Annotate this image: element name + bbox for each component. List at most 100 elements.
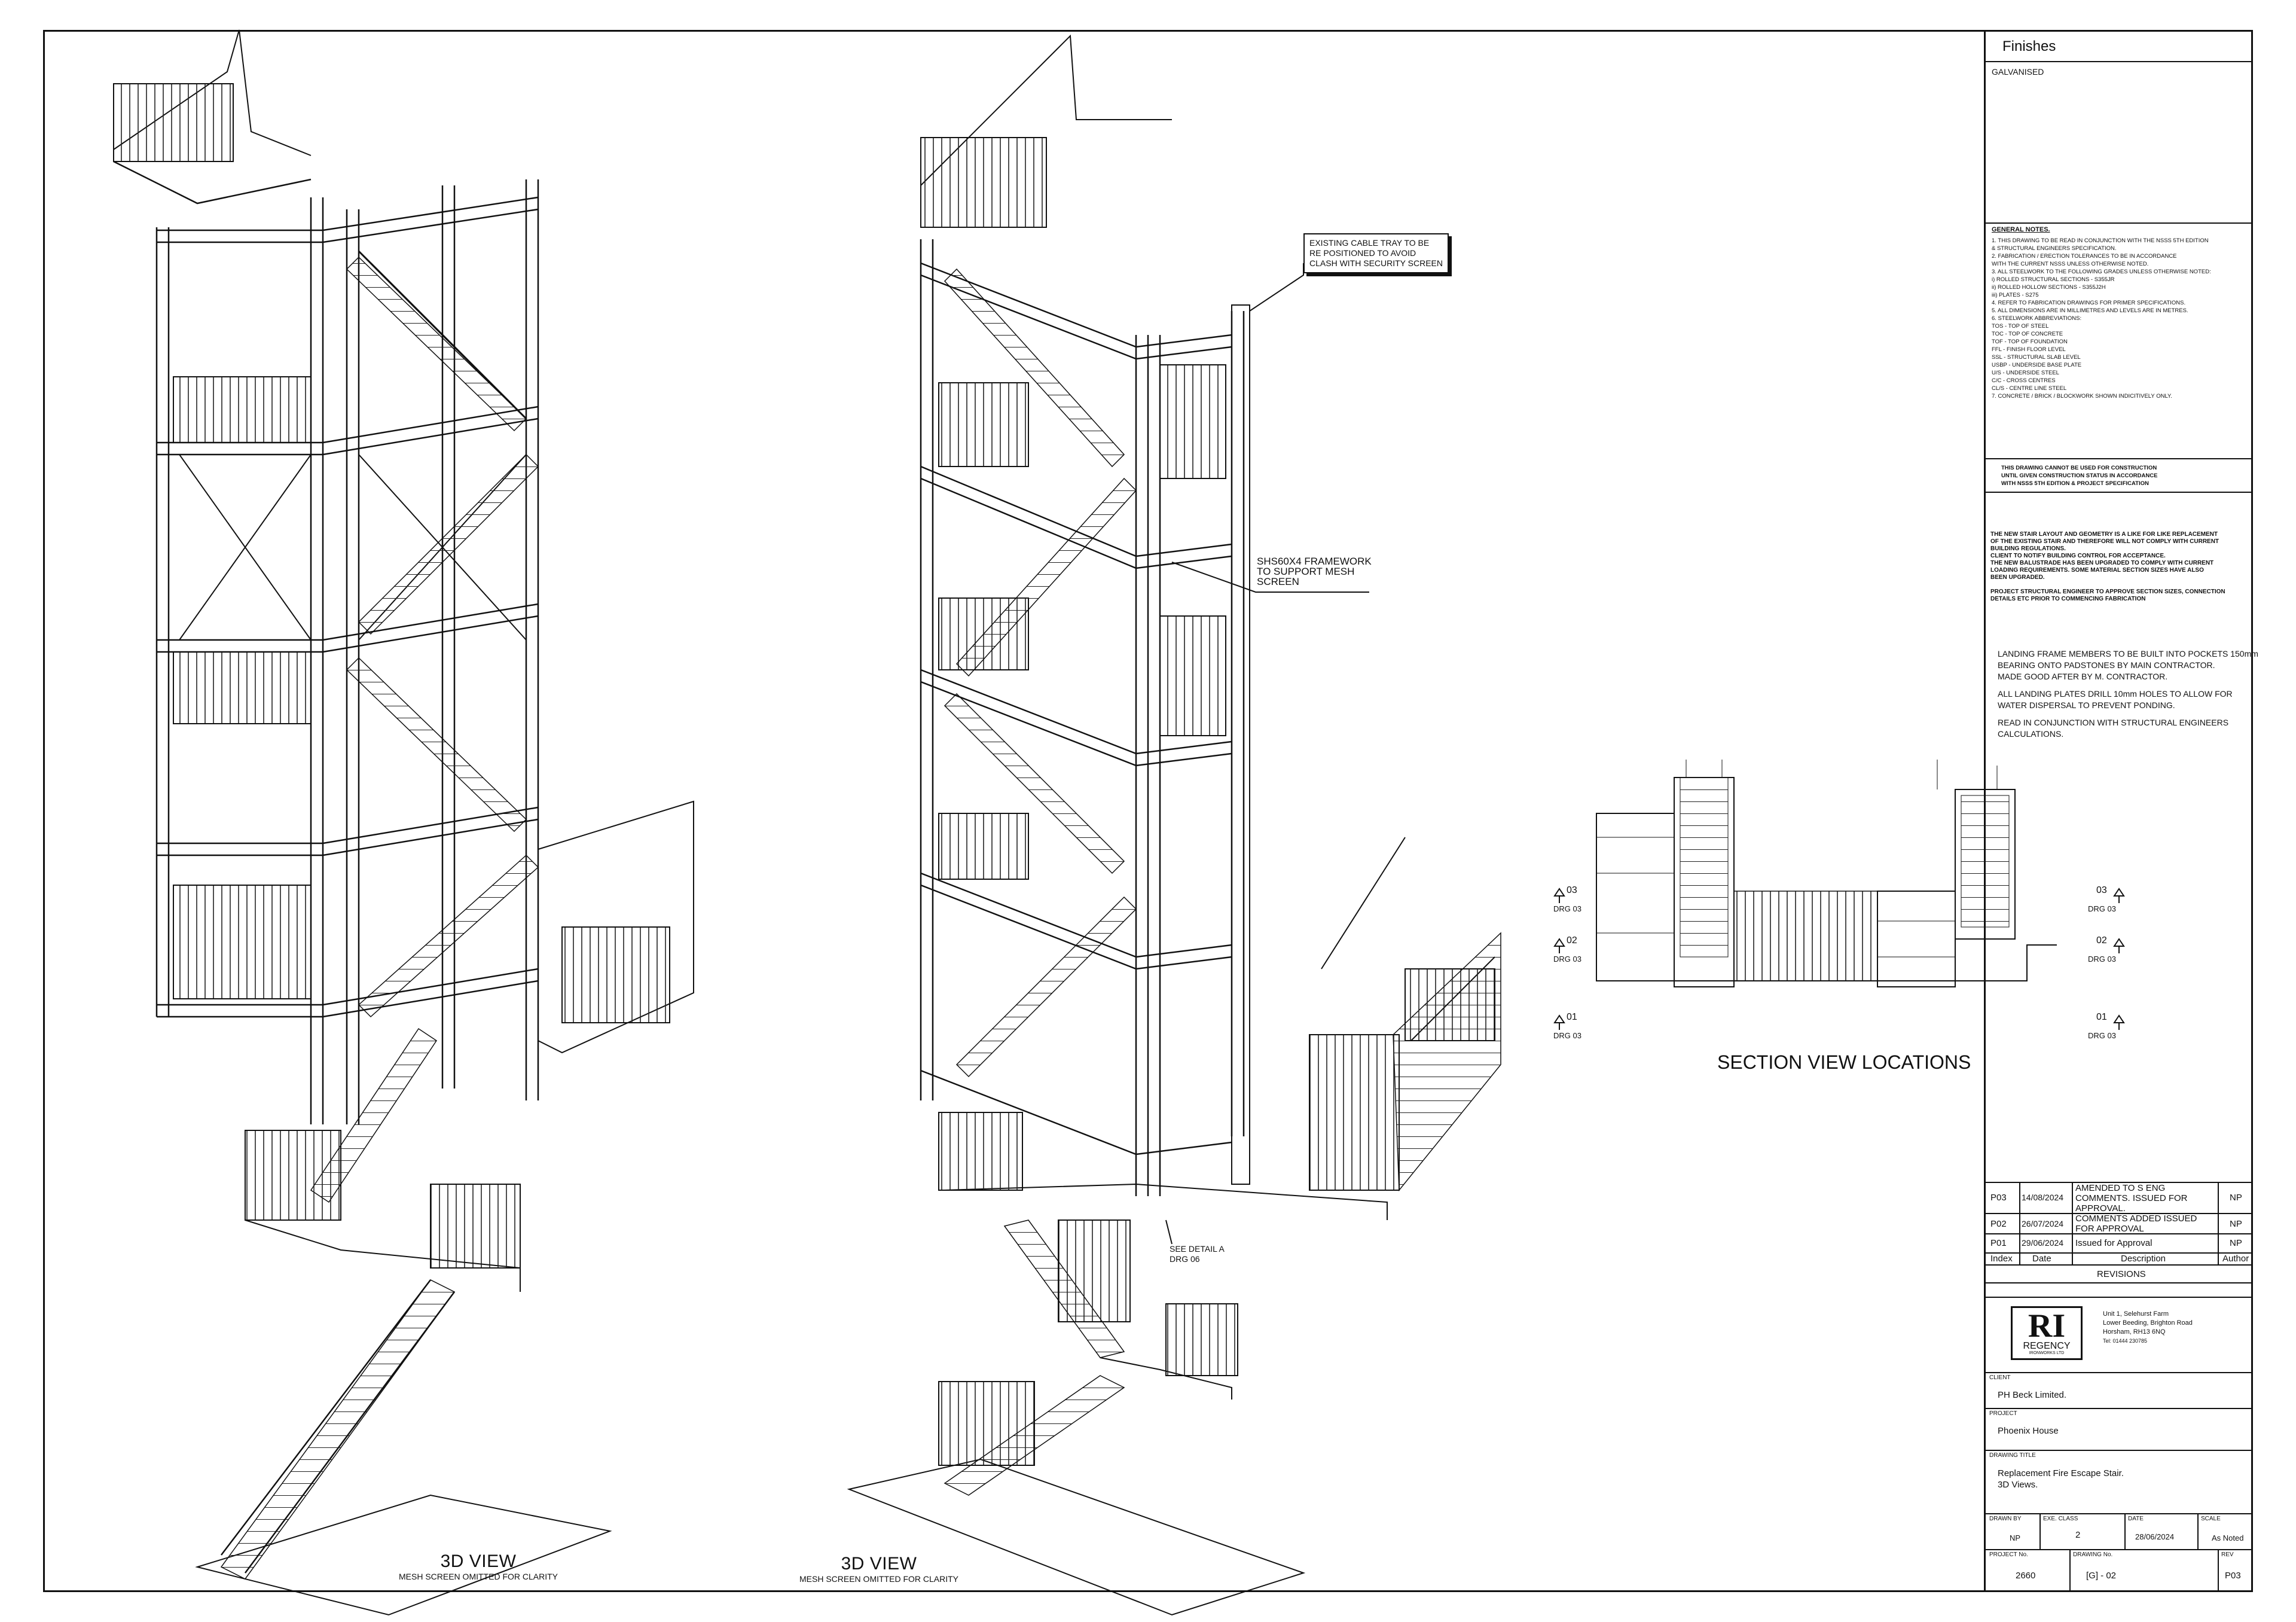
- revision-header-date: Date: [2032, 1254, 2051, 1264]
- company-address: Unit 1, Selehurst Farm Lower Beeding, Br…: [2103, 1310, 2193, 1346]
- landing-note-line: [1998, 711, 2258, 717]
- general-note-line: U/S - UNDERSIDE STEEL: [1992, 370, 2059, 376]
- layout-note: THE NEW STAIR LAYOUT AND GEOMETRY IS A L…: [1990, 531, 2219, 581]
- landing-note-line: CALCULATIONS.: [1998, 729, 2064, 739]
- general-note-line: TOF - TOP OF FOUNDATION: [1992, 339, 2068, 345]
- engineer-note: PROJECT STRUCTURAL ENGINEER TO APPROVE S…: [1990, 589, 2225, 603]
- general-note-line: 6. STEELWORK ABBREVIATIONS:: [1992, 315, 2082, 322]
- drawing-number-label: DRAWING No.: [2073, 1551, 2113, 1558]
- project-number-value: 2660: [2016, 1571, 2036, 1581]
- general-note-line: iii) PLATES - S275: [1992, 292, 2039, 298]
- revision-header-description: Description: [2121, 1254, 2166, 1264]
- revision-author: NP: [2230, 1193, 2242, 1203]
- revision-index: P01: [1990, 1238, 2007, 1248]
- general-note-line: 7. CONCRETE / BRICK / BLOCKWORK SHOWN IN…: [1992, 393, 2172, 400]
- general-note-line: TOC - TOP OF CONCRETE: [1992, 331, 2063, 337]
- revision-header-index: Index: [1990, 1254, 2013, 1264]
- callout-line: EXISTING CABLE TRAY TO BE: [1309, 238, 1430, 248]
- rev-value: P03: [2225, 1571, 2241, 1581]
- revision-date: 26/07/2024: [2022, 1219, 2064, 1228]
- date-label: DATE: [2128, 1516, 2144, 1522]
- revision-index: P02: [1990, 1219, 2007, 1229]
- logo-name: REGENCY: [2023, 1341, 2071, 1351]
- callout-line: SCREEN: [1257, 576, 1299, 587]
- section-marker-number: 01: [2096, 1012, 2107, 1022]
- section-view-title: SECTION VIEW LOCATIONS: [1717, 1051, 1971, 1073]
- general-note-line: ii) ROLLED HOLLOW SECTIONS - S355J2H: [1992, 284, 2106, 291]
- address-line: Horsham, RH13 6NQ: [2103, 1328, 2166, 1336]
- landing-note-line: LANDING FRAME MEMBERS TO BE BUILT INTO P…: [1998, 649, 2258, 658]
- right-view-subtitle: MESH SCREEN OMITTED FOR CLARITY: [799, 1574, 959, 1584]
- general-note-line: & STRUCTURAL ENGINEERS SPECIFICATION.: [1992, 245, 2117, 252]
- general-note-line: i) ROLLED STRUCTURAL SECTIONS - S355JR: [1992, 276, 2115, 283]
- revision-author: NP: [2230, 1238, 2242, 1248]
- landing-note-line: READ IN CONJUNCTION WITH STRUCTURAL ENGI…: [1998, 718, 2229, 727]
- exe-class-label: EXE. CLASS: [2043, 1516, 2078, 1522]
- revision-date: 29/06/2024: [2022, 1238, 2064, 1248]
- section-marker: 03: [1567, 885, 1577, 896]
- general-note-line: SSL - STRUCTURAL SLAB LEVEL: [1992, 354, 2081, 361]
- revision-author: NP: [2230, 1219, 2242, 1229]
- general-note-line: 2. FABRICATION / ERECTION TOLERANCES TO …: [1992, 253, 2177, 260]
- callout-line: DRG 06: [1170, 1254, 1200, 1264]
- engineer-note-line: PROJECT STRUCTURAL ENGINEER TO APPROVE S…: [1990, 589, 2225, 595]
- general-note-line: FFL - FINISH FLOOR LEVEL: [1992, 346, 2066, 353]
- drawing-title-value: Replacement Fire Escape Stair. 3D Views.: [1998, 1468, 2124, 1490]
- drawn-by-value: NP: [2010, 1533, 2021, 1542]
- landing-note-line: BEARING ONTO PADSTONES BY MAIN CONTRACTO…: [1998, 660, 2215, 670]
- landing-note-line: ALL LANDING PLATES DRILL 10mm HOLES TO A…: [1998, 689, 2233, 699]
- drawing-title-line: 3D Views.: [1998, 1480, 2038, 1490]
- scale-value: As Noted: [2212, 1533, 2244, 1542]
- general-note-line: WITH THE CURRENT NSSS UNLESS OTHERWISE N…: [1992, 261, 2149, 267]
- general-note-line: 5. ALL DIMENSIONS ARE IN MILLIMETRES AND…: [1992, 307, 2188, 314]
- section-marker-ref: DRG 03: [2088, 1031, 2116, 1040]
- project-value: Phoenix House: [1998, 1426, 2059, 1436]
- left-3d-view-drawing: [113, 29, 694, 1616]
- general-note-line: C/C - CROSS CENTRES: [1992, 377, 2056, 384]
- cable-tray-callout: EXISTING CABLE TRAY TO BE RE POSITIONED …: [1303, 233, 1449, 273]
- drawing-title-line: Replacement Fire Escape Stair.: [1998, 1468, 2124, 1478]
- right-view-title: 3D VIEW: [841, 1554, 917, 1574]
- general-note-line: USBP - UNDERSIDE BASE PLATE: [1992, 362, 2082, 368]
- address-line: Lower Beeding, Brighton Road: [2103, 1319, 2193, 1327]
- section-marker-ref: DRG 03: [1553, 904, 1581, 913]
- left-view-caption: 3D VIEW MESH SCREEN OMITTED FOR CLARITY: [359, 1551, 598, 1581]
- framework-callout: SHS60X4 FRAMEWORK TO SUPPORT MESH SCREEN: [1257, 556, 1372, 587]
- section-marker-ref: DRG 03: [2088, 955, 2116, 964]
- section-marker-number: 01: [1567, 1012, 1577, 1022]
- company-logo: RI REGENCY IRONWORKS LTD: [2011, 1306, 2083, 1360]
- layout-note-line: CLIENT TO NOTIFY BUILDING CONTROL FOR AC…: [1990, 553, 2166, 559]
- construction-note: THIS DRAWING CANNOT BE USED FOR CONSTRUC…: [2001, 464, 2157, 487]
- landing-note-line: WATER DISPERSAL TO PREVENT PONDING.: [1998, 700, 2175, 710]
- layout-note-line: LOADING REQUIREMENTS. SOME MATERIAL SECT…: [1990, 567, 2204, 574]
- finishes-value: GALVANISED: [1992, 67, 2044, 77]
- project-label: PROJECT: [1989, 1410, 2017, 1417]
- detail-callout: SEE DETAIL A DRG 06: [1170, 1244, 1225, 1264]
- callout-line: TO SUPPORT MESH: [1257, 566, 1355, 577]
- drawn-by-label: DRAWN BY: [1989, 1516, 2022, 1522]
- section-marker-ref: DRG 03: [2088, 904, 2116, 913]
- section-plan-drawing: [1553, 760, 2125, 1030]
- section-marker-number: 02: [2096, 935, 2107, 946]
- left-view-subtitle: MESH SCREEN OMITTED FOR CLARITY: [398, 1572, 558, 1581]
- layout-note-line: BEEN UPGRADED.: [1990, 574, 2045, 581]
- right-3d-view-drawing: [847, 34, 1501, 1616]
- revision-index: P03: [1990, 1193, 2007, 1203]
- section-marker-number: 03: [1567, 885, 1577, 895]
- general-notes-title: GENERAL NOTES.: [1992, 226, 2050, 233]
- revision-description: Issued for Approval: [2075, 1238, 2152, 1248]
- revision-description: AMENDED TO S ENG COMMENTS. ISSUED FOR AP…: [2075, 1183, 2188, 1214]
- general-notes-list: 1. THIS DRAWING TO BE READ IN CONJUNCTIO…: [1992, 237, 2211, 400]
- general-note-line: 4. REFER TO FABRICATION DRAWINGS FOR PRI…: [1992, 300, 2186, 306]
- exe-class-value: 2: [2075, 1530, 2081, 1540]
- construction-note-line: THIS DRAWING CANNOT BE USED FOR CONSTRUC…: [2001, 465, 2157, 471]
- left-view-title: 3D VIEW: [440, 1551, 517, 1571]
- construction-note-line: WITH NSSS 5TH EDITION & PROJECT SPECIFIC…: [2001, 480, 2149, 487]
- address-line: Unit 1, Selehurst Farm: [2103, 1310, 2169, 1318]
- drawing-title-label: DRAWING TITLE: [1989, 1452, 2036, 1459]
- landing-notes: LANDING FRAME MEMBERS TO BE BUILT INTO P…: [1998, 648, 2258, 740]
- landing-note-line: [1998, 682, 2258, 688]
- client-value: PH Beck Limited.: [1998, 1390, 2067, 1400]
